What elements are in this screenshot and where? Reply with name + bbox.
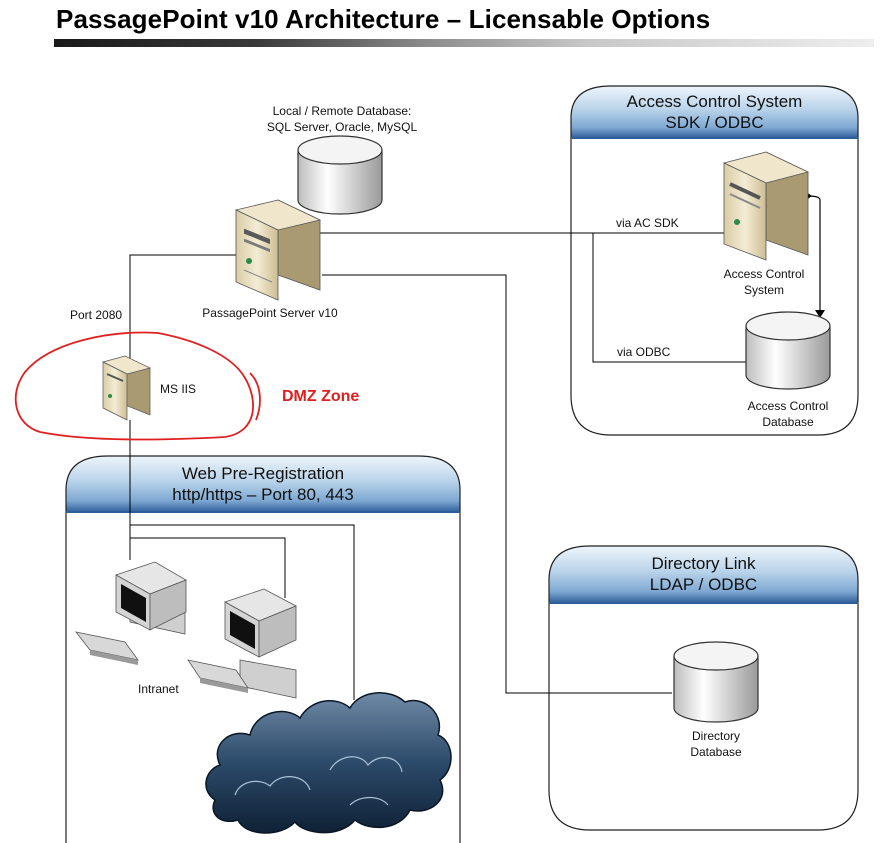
directory-database-label-line2: Database [690,745,742,759]
directory-database-icon [673,641,759,723]
intranet-label: Intranet [138,682,179,696]
main-database-icon [297,135,383,215]
workstation-icon [75,561,187,665]
via-odbc-label: via ODBC [617,345,671,359]
database-note-line2: SQL Server, Oracle, MySQL [266,120,418,134]
ac-system-label-line2: System [743,283,784,297]
directory-subtitle: LDAP / ODBC [649,575,758,594]
web-prereg-title: Web Pre-Registration [181,464,345,483]
access-control-title: Access Control System [626,92,803,111]
access-control-database-icon [745,311,831,390]
directory-panel [548,545,859,831]
access-control-panel [570,85,859,436]
iis-label: MS IIS [160,382,197,396]
access-control-server-icon [722,151,810,261]
dmz-zone-label: DMZ Zone [282,388,360,405]
server-label: PassagePoint Server v10 [202,306,338,320]
database-note-line1: Local / Remote Database: [272,104,412,118]
web-prereg-panel [65,455,461,843]
web-prereg-subtitle: http/https – Port 80, 443 [172,485,354,504]
ac-database-label-line2: Database [762,415,814,429]
access-control-subtitle: SDK / ODBC [665,113,764,132]
page-title: PassagePoint v10 Architecture – Licensab… [56,4,711,34]
port-label: Port 2080 [70,308,123,322]
directory-database-label-line1: Directory [691,729,740,743]
iis-server-icon [102,355,152,421]
ac-system-label-line1: Access Control [723,267,805,281]
internet-cloud-icon [205,692,452,834]
ac-database-label-line1: Access Control [747,399,829,413]
directory-title: Directory Link [651,554,756,573]
workstation-icon [187,588,297,699]
dmz-zone-outline [14,331,261,441]
title-underline [54,39,874,47]
connection-lines [129,232,746,700]
passagepoint-server-icon [234,199,322,301]
via-ac-sdk-label: via AC SDK [616,216,679,230]
